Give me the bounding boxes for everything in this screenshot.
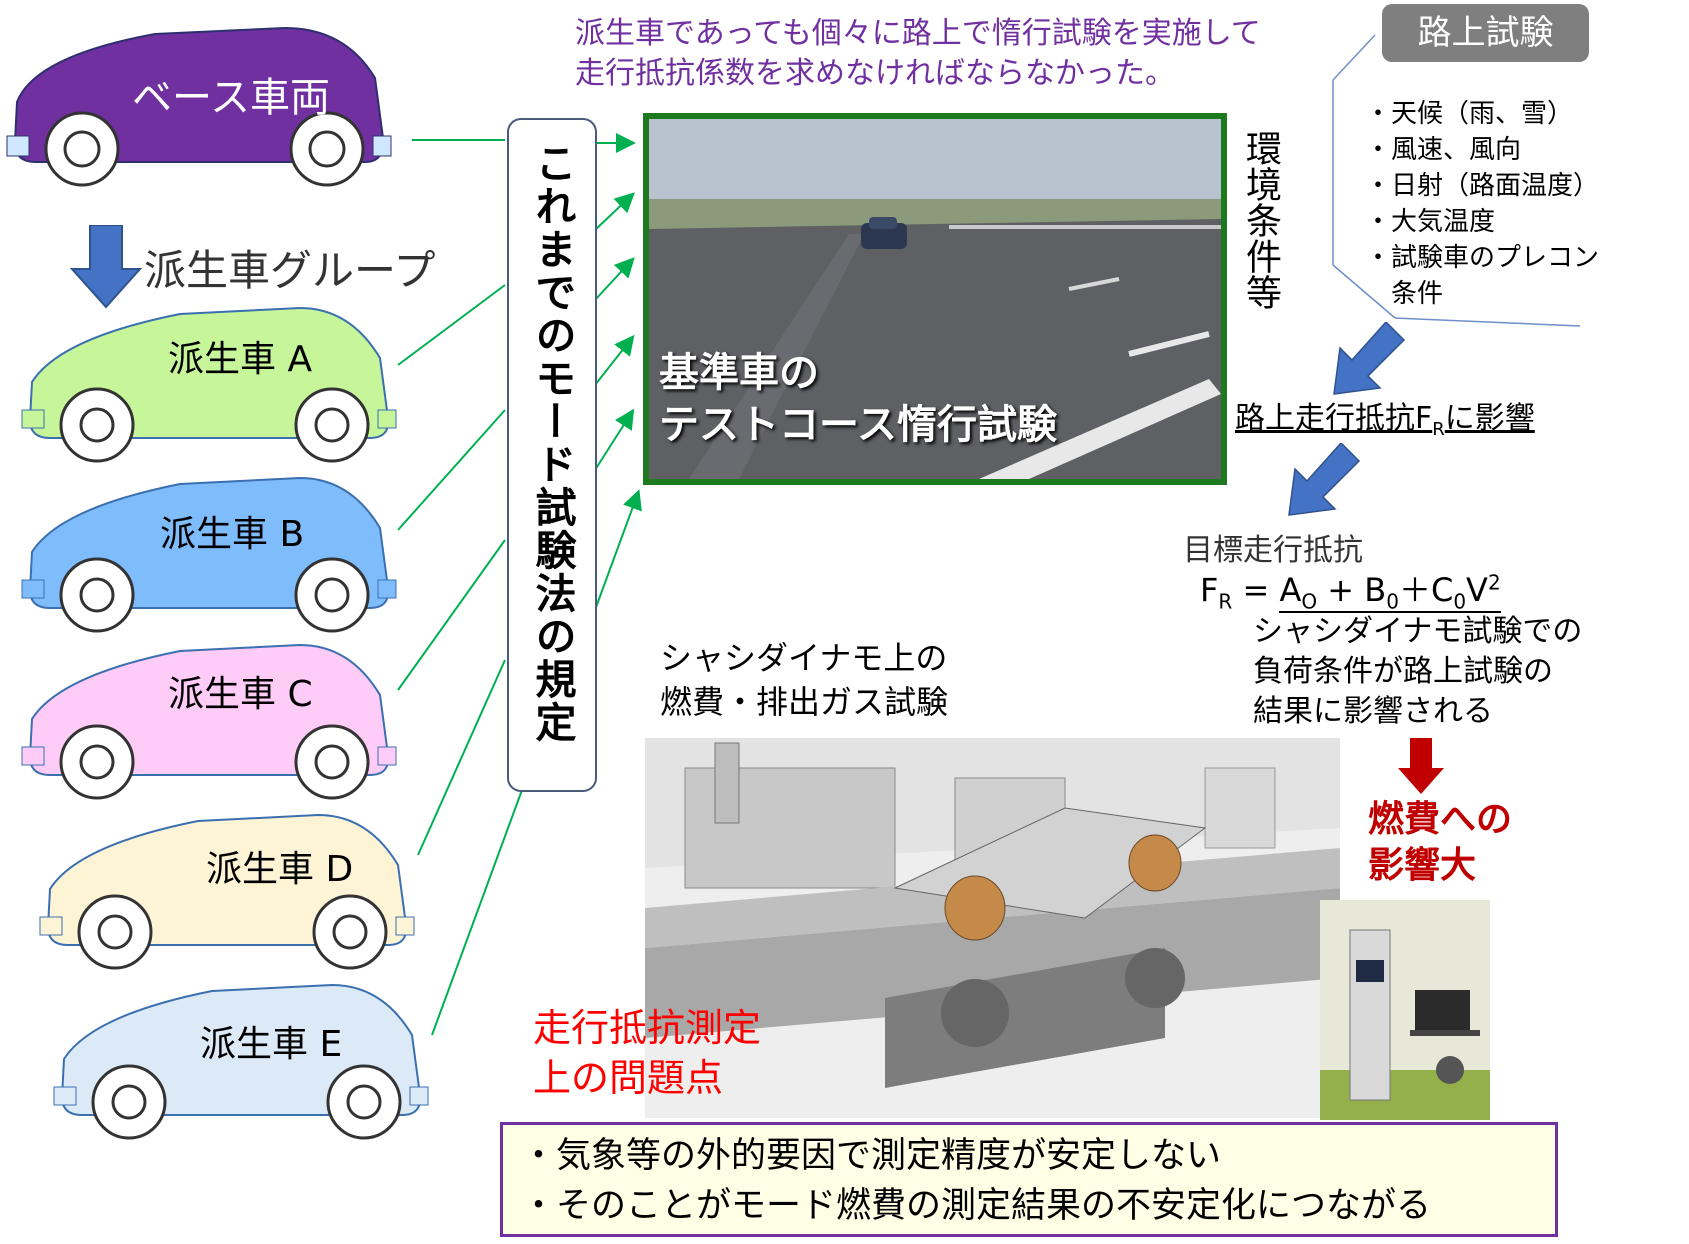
line-car-c — [397, 539, 506, 691]
target-resistance-formula: FR = AO + B0＋C0V2 — [1200, 570, 1501, 614]
formula-a-sub: O — [1301, 589, 1318, 614]
formula-v-sup: 2 — [1487, 570, 1501, 595]
fuel-impact: 燃費への 影響大 — [1368, 797, 1512, 889]
car-c-label: 派生車 C — [168, 674, 313, 715]
car-a-icon — [21, 306, 397, 463]
dyno-caption-line2: 燃費・排出ガス試験 — [660, 683, 949, 721]
environment-text: 環境条件等 — [1240, 130, 1281, 310]
formula-v: V — [1466, 571, 1488, 609]
road-test-bullets: ・天候（雨、雪） ・風速、風向 ・日射（路面温度） ・大気温度 ・試験車のプレコ… — [1365, 96, 1599, 312]
photo-caption-line2: テストコース惰行試験 — [659, 402, 1057, 448]
road-test-bullet: ・天候（雨、雪） — [1365, 99, 1574, 129]
photo-caption-line1: 基準車の — [659, 350, 819, 396]
road-test-bullet: ・風速、風向 — [1365, 135, 1522, 165]
test-course-photo: 基準車の テストコース惰行試験 — [643, 113, 1227, 485]
road-test-bullet: 条件 — [1365, 279, 1444, 309]
dyno-caption-line1: シャシダイナモ上の — [660, 639, 948, 677]
road-test-badge: 路上試験 — [1382, 4, 1589, 62]
problem-item: ・そのことがモード燃費の測定結果の不安定化につながる — [521, 1186, 1432, 1226]
base-car-icon — [6, 26, 392, 187]
down-arrow-icon — [70, 225, 142, 309]
target-resistance-note: シャシダイナモ試験での 負荷条件が路上試験の 結果に影響される — [1253, 612, 1582, 732]
arrow-6 — [594, 489, 642, 611]
photo-caption: 基準車の テストコース惰行試験 — [659, 347, 1057, 451]
intro-note: 派生車であっても個々に路上で惰行試験を実施して 走行抵抗係数を求めなければならな… — [575, 14, 1261, 94]
base-car-label: ベース車両 — [132, 75, 330, 121]
road-resistance-text: 路上走行抵抗FRに影響 — [1235, 393, 1535, 440]
car-b-label: 派生車 B — [160, 514, 305, 555]
road-test-badge-label: 路上試験 — [1417, 13, 1554, 53]
formula-lhs: F — [1200, 571, 1219, 609]
problem-box: ・気象等の外的要因で測定精度が安定しない ・そのことがモード燃費の測定結果の不安… — [500, 1122, 1558, 1237]
formula-b: + B — [1317, 571, 1387, 609]
line-car-a — [397, 284, 506, 366]
formula-b-sub: 0 — [1386, 589, 1399, 614]
car-d-icon — [39, 813, 415, 970]
formula-a: A — [1279, 571, 1302, 609]
arrow-3 — [594, 257, 635, 301]
car-e-label: 派生車 E — [200, 1024, 343, 1065]
intro-note-line2: 走行抵抗係数を求めなければならなかった。 — [575, 56, 1175, 91]
line-car-e — [431, 789, 523, 1036]
road-resistance-prefix: 路上走行抵抗F — [1235, 401, 1433, 436]
car-b-icon — [21, 476, 397, 633]
road-test-bullet: ・日射（路面温度） — [1365, 171, 1600, 201]
car-c-icon — [21, 643, 397, 800]
problem-heading-line1: 走行抵抗測定 — [533, 1006, 762, 1050]
dyno-caption: シャシダイナモ上の 燃費・排出ガス試験 — [660, 636, 948, 724]
red-arrow-icon — [1398, 738, 1444, 794]
arrow-5 — [594, 408, 635, 471]
fuel-impact-line2: 影響大 — [1368, 845, 1477, 886]
intro-note-line1: 派生車であっても個々に路上で惰行試験を実施して — [575, 16, 1261, 51]
note-line: 負荷条件が路上試験の — [1253, 654, 1553, 689]
problem-item: ・気象等の外的要因で測定精度が安定しない — [521, 1136, 1222, 1176]
blue-arrow-icon — [1333, 322, 1406, 395]
problem-heading: 走行抵抗測定 上の問題点 — [533, 1003, 761, 1103]
control-room-image — [1320, 900, 1490, 1120]
note-line: シャシダイナモ試験での — [1253, 614, 1583, 649]
formula-rhs: AO + B0＋C0V2 — [1279, 570, 1501, 614]
regulation-box: これまでのモード試験法の規定 — [507, 118, 597, 792]
road-test-bullet: ・試験車のプレコン — [1365, 243, 1600, 273]
test-course-image — [649, 119, 1221, 479]
fuel-impact-line1: 燃費への — [1368, 799, 1513, 840]
road-resistance-suffix: に影響 — [1444, 401, 1535, 436]
environment-label: 環境条件等 — [1240, 130, 1281, 319]
car-e-icon — [53, 983, 429, 1140]
road-test-bullet: ・大気温度 — [1365, 207, 1496, 237]
target-resistance-title: 目標走行抵抗 — [1183, 533, 1363, 568]
derived-group-label: 派生車グループ — [144, 246, 436, 295]
line-car-d — [417, 659, 506, 856]
line-car-b — [397, 409, 506, 531]
note-line: 結果に影響される — [1253, 694, 1493, 729]
formula-lhs-sub: R — [1218, 589, 1233, 614]
car-a-label: 派生車 A — [168, 339, 313, 380]
car-d-label: 派生車 D — [206, 849, 354, 890]
formula-c-sub: 0 — [1453, 589, 1467, 614]
arrow-2 — [594, 192, 635, 231]
blue-arrow-icon — [1288, 443, 1361, 516]
dyno-lab-image — [645, 738, 1340, 1118]
problem-heading-line2: 上の問題点 — [533, 1056, 724, 1100]
regulation-text: これまでのモード試験法の規定 — [528, 142, 576, 744]
road-resistance-sub: R — [1432, 419, 1445, 440]
formula-c: ＋C — [1398, 571, 1454, 609]
arrow-4 — [594, 334, 635, 386]
